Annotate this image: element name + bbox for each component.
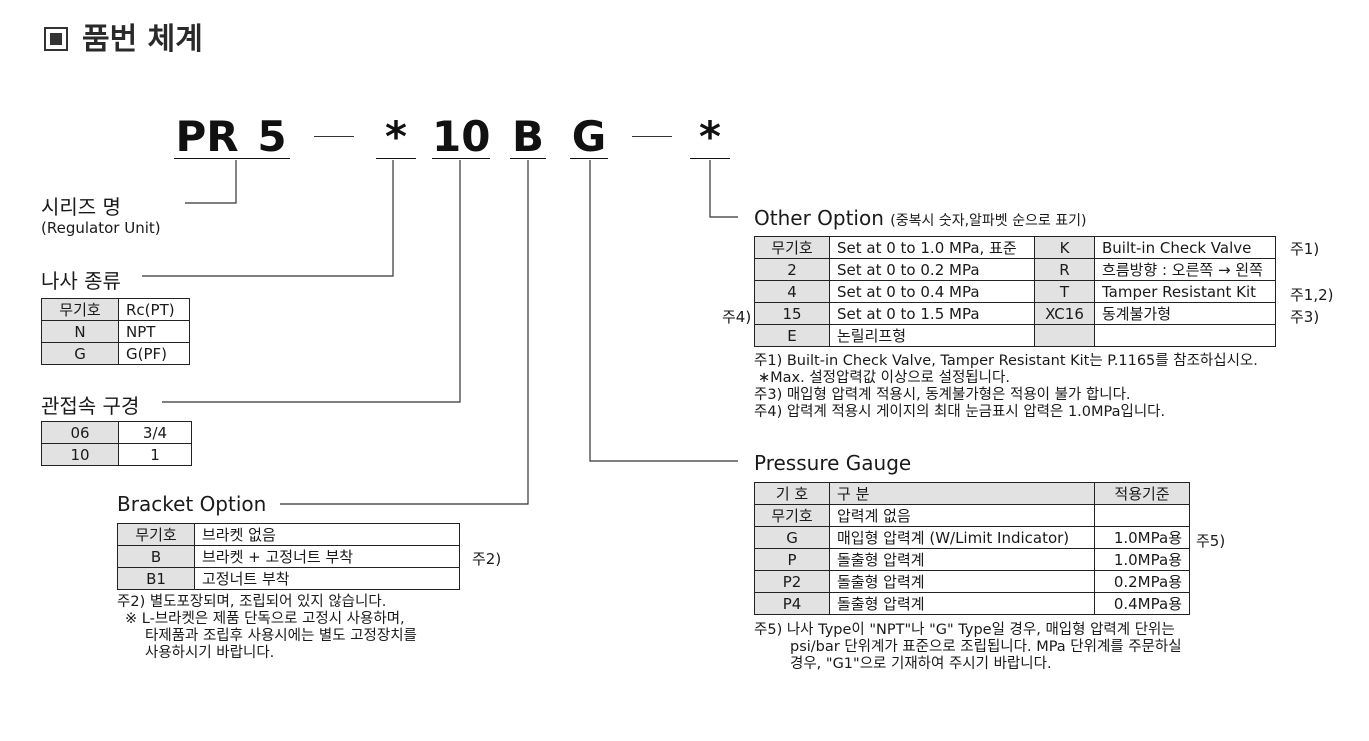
table-row: E 논릴리프형 bbox=[754, 324, 1276, 347]
other-right-note: 주1,2) bbox=[1290, 286, 1334, 304]
table-row: 무기호 브라켓 없음 bbox=[117, 523, 460, 546]
table-row: 15 Set at 0 to 1.5 MPa XC16 동계불가형 bbox=[754, 302, 1276, 325]
table-row: 무기호 압력계 없음 bbox=[754, 504, 1190, 527]
table-row: 2 Set at 0 to 0.2 MPa R 흐름방향 : 오른쪽 → 왼쪽 bbox=[754, 258, 1276, 281]
gauge-row-note: 주5) bbox=[1196, 532, 1226, 550]
table-row: G 매입형 압력계 (W/Limit Indicator) 1.0MPa용 bbox=[754, 526, 1190, 549]
code-underline bbox=[690, 158, 730, 159]
bracket-row-note: 주2) bbox=[472, 550, 502, 568]
connector-bracket bbox=[280, 160, 529, 505]
thread-table: 무기호 Rc(PT) N NPT G G(PF) bbox=[41, 298, 190, 365]
table-row: 4 Set at 0 to 0.4 MPa T Tamper Resistant… bbox=[754, 280, 1276, 303]
table-row: 무기호 Rc(PT) bbox=[41, 298, 190, 321]
code-thread: * bbox=[385, 112, 407, 161]
code-gauge: G bbox=[571, 112, 607, 161]
gauge-label: Pressure Gauge bbox=[754, 451, 912, 475]
code-other: * bbox=[699, 112, 721, 161]
code-separator-dash bbox=[632, 136, 672, 137]
bracket-notes: 주2) 별도포장되며, 조립되어 있지 않습니다. ※ L-브라켓은 제품 단독… bbox=[117, 594, 417, 661]
gauge-table: 기 호 구 분 적용기준 무기호 압력계 없음 G 매입형 압력계 (W/Lim… bbox=[754, 482, 1190, 615]
table-row: N NPT bbox=[41, 320, 190, 343]
port-table: 06 3/4 10 1 bbox=[41, 421, 192, 466]
code-size: 5 bbox=[257, 112, 287, 161]
other-right-note: 주3) bbox=[1290, 308, 1320, 326]
code-underline bbox=[432, 158, 490, 159]
square-bullet-icon bbox=[44, 27, 68, 51]
code-underline bbox=[570, 158, 608, 159]
connector-thread bbox=[142, 160, 394, 277]
connector-port bbox=[162, 160, 461, 403]
table-row: 무기호 Set at 0 to 1.0 MPa, 표준 K Built-in C… bbox=[754, 236, 1276, 259]
port-label: 관접속 구경 bbox=[41, 394, 140, 418]
bracket-label: Bracket Option bbox=[117, 492, 267, 516]
code-separator-dash bbox=[314, 136, 354, 137]
other-notes: 주1) Built-in Check Valve, Tamper Resista… bbox=[754, 353, 1258, 420]
table-row: P2 돌출형 압력계 0.2MPa용 bbox=[754, 570, 1190, 593]
thread-label: 나사 종류 bbox=[41, 269, 121, 293]
other-right-note: 주1) bbox=[1290, 240, 1320, 258]
table-row: G G(PF) bbox=[41, 342, 190, 365]
connector-gauge bbox=[589, 160, 738, 462]
page-title: 품번 체계 bbox=[44, 14, 203, 58]
connector-other bbox=[709, 160, 738, 218]
gauge-notes: 주5) 나사 Type이 "NPT"나 "G" Type일 경우, 매입형 압력… bbox=[754, 622, 1182, 672]
table-row: 10 1 bbox=[41, 443, 192, 466]
series-label: 시리즈 명 bbox=[41, 195, 121, 219]
table-row: B1 고정너트 부착 bbox=[117, 567, 460, 590]
other-left-note: 주4) bbox=[722, 308, 752, 326]
code-bracket: B bbox=[511, 112, 544, 161]
table-row: P 돌출형 압력계 1.0MPa용 bbox=[754, 548, 1190, 571]
table-row: B 브라켓 + 고정너트 부착 bbox=[117, 545, 460, 568]
connector-series bbox=[185, 160, 237, 204]
table-row: 기 호 구 분 적용기준 bbox=[754, 482, 1190, 505]
table-row: P4 돌출형 압력계 0.4MPa용 bbox=[754, 592, 1190, 615]
table-row: 06 3/4 bbox=[41, 421, 192, 444]
other-label: Other Option (중복시 숫자,알파벳 순으로 표기) bbox=[754, 206, 1087, 230]
bracket-table: 무기호 브라켓 없음 B 브라켓 + 고정너트 부착 B1 고정너트 부착 bbox=[117, 523, 460, 590]
code-series: PR bbox=[175, 112, 239, 161]
code-underline bbox=[376, 158, 416, 159]
other-option-table: 무기호 Set at 0 to 1.0 MPa, 표준 K Built-in C… bbox=[754, 236, 1276, 347]
series-sublabel: (Regulator Unit) bbox=[41, 219, 161, 237]
code-underline bbox=[510, 158, 546, 159]
code-port: 10 bbox=[432, 112, 491, 161]
code-underline bbox=[174, 158, 290, 159]
